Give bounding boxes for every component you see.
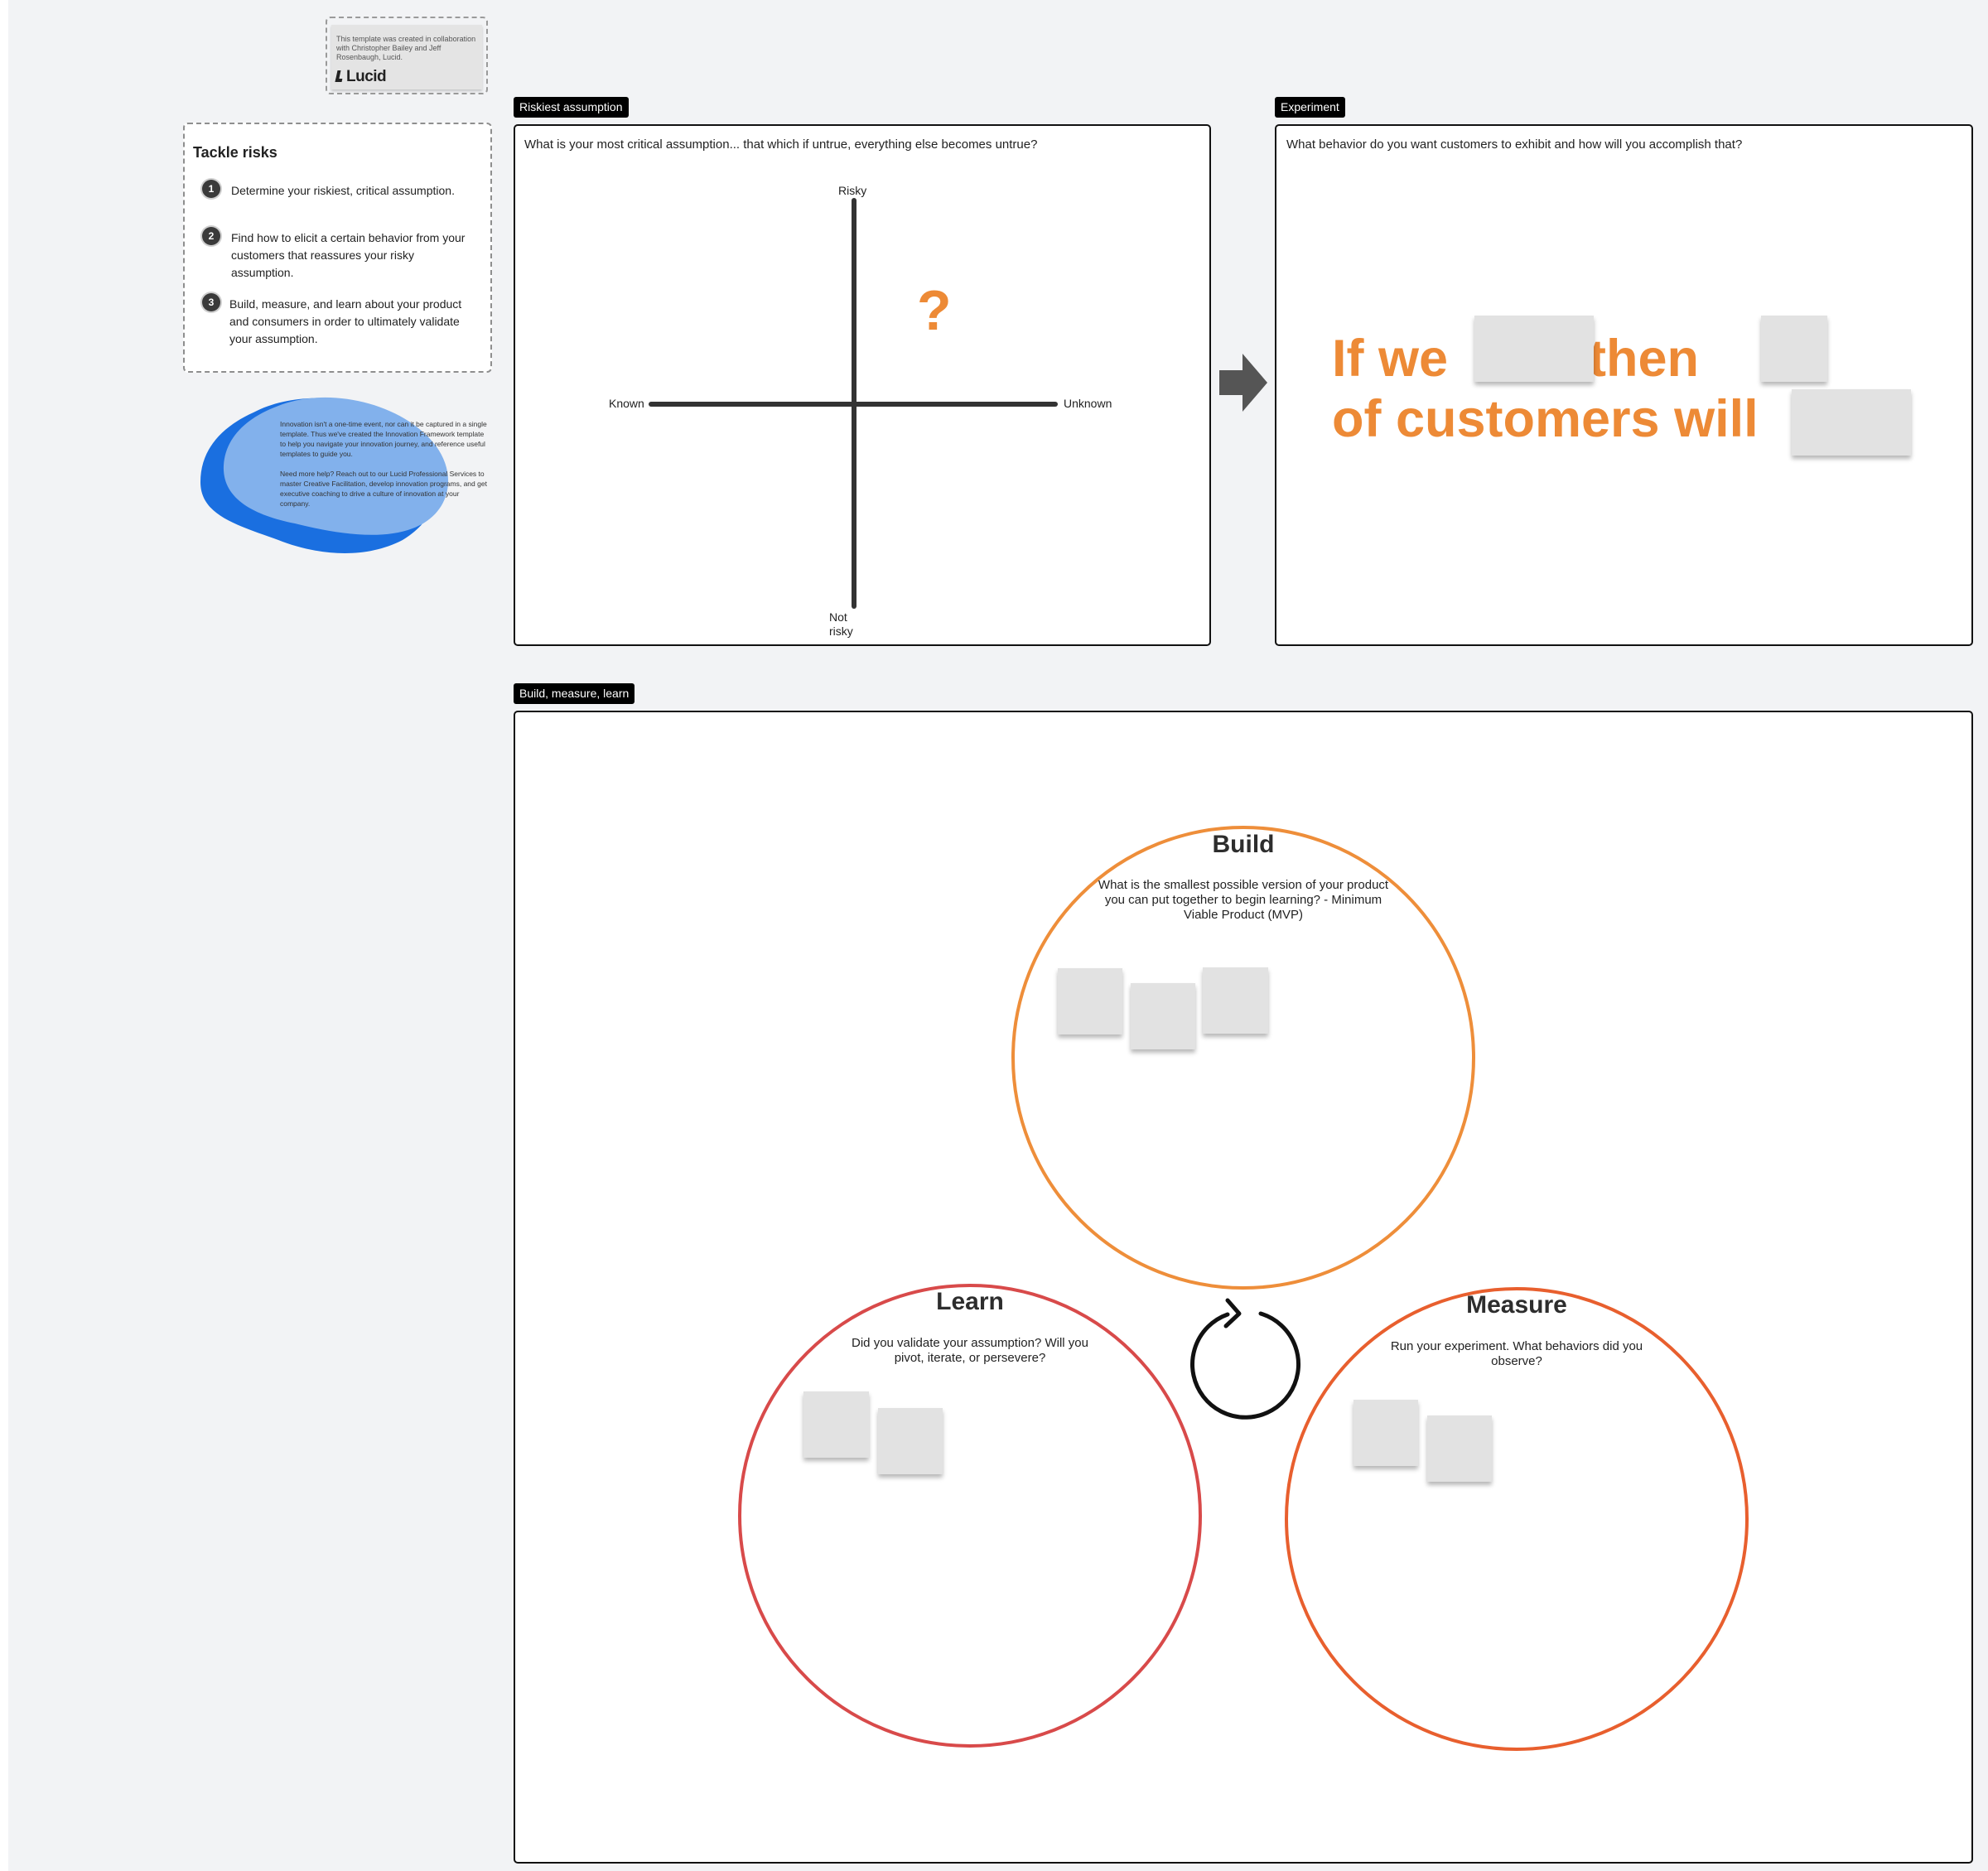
risk-matrix <box>649 198 1058 609</box>
arrow-right-shape <box>1219 354 1267 412</box>
learn-circle <box>738 1284 1202 1748</box>
riskiest-assumption-panel[interactable] <box>514 124 1211 646</box>
build-sticky-1[interactable] <box>1058 968 1122 1034</box>
measure-sticky-2[interactable] <box>1427 1415 1492 1482</box>
axis-label-not-risky-line-1: Not <box>829 610 847 624</box>
sticky-note-behavior[interactable] <box>1792 389 1911 456</box>
blob-light-shape <box>223 397 449 535</box>
blob-shape[interactable] <box>195 391 461 562</box>
step-2-text: Find how to elicit a certain behavior fr… <box>231 231 466 279</box>
step-1-number: 1 <box>202 180 220 198</box>
axis-label-known: Known <box>609 397 644 410</box>
measure-title: Measure <box>1466 1291 1567 1319</box>
blob-paragraph-2: Need more help? Reach out to our Lucid P… <box>280 470 487 508</box>
step-3-number: 3 <box>202 293 220 311</box>
axis-label-not-risky: Not risky <box>829 610 853 639</box>
riskiest-assumption-prompt: What is your most critical assumption...… <box>524 137 1038 152</box>
axis-label-risky: Risky <box>838 184 867 197</box>
measure-description: Run your experiment. What behaviors did … <box>1390 1339 1643 1368</box>
riskiest-assumption-tag: Riskiest assumption <box>514 97 629 118</box>
bml-tag: Build, measure, learn <box>514 683 635 704</box>
build-sticky-2[interactable] <box>1131 983 1195 1049</box>
lucid-logo: Lucid <box>335 68 387 86</box>
axis-label-not-risky-line-2: risky <box>829 624 853 638</box>
step-2-number: 2 <box>202 227 220 245</box>
learn-title: Learn <box>936 1288 1004 1315</box>
measure-circle <box>1285 1287 1749 1751</box>
lucid-logo-text: Lucid <box>346 68 387 85</box>
learn-description: Did you validate your assumption? Will y… <box>852 1336 1088 1365</box>
cycle-arrow-ring <box>1190 1311 1300 1420</box>
step-1-text: Determine your riskiest, critical assump… <box>231 184 455 197</box>
bml-circles <box>738 826 1749 1751</box>
question-mark: ? <box>917 279 952 342</box>
build-sticky-3[interactable] <box>1203 967 1268 1034</box>
attribution-card[interactable] <box>331 25 482 89</box>
tackle-risks-card[interactable] <box>183 123 492 373</box>
cycle-arrow-head <box>1223 1298 1242 1329</box>
build-description: What is the smallest possible version of… <box>1098 878 1389 922</box>
sticky-note-action[interactable] <box>1474 316 1594 382</box>
attribution-frame <box>326 17 488 94</box>
blob-paragraph-1: Innovation isn't a one-time event, nor c… <box>280 420 487 458</box>
lucid-logo-icon <box>335 70 345 82</box>
experiment-panel[interactable] <box>1275 124 1973 646</box>
hypothesis-if-we: If we <box>1332 330 1449 388</box>
blob-text: Innovation isn't a one-time event, nor c… <box>280 419 489 509</box>
cycle-arrow-icon <box>1190 1298 1300 1420</box>
hypothesis-customers-will: of customers will <box>1332 390 1759 448</box>
measure-sticky-1[interactable] <box>1353 1400 1418 1466</box>
experiment-prompt: What behavior do you want customers to e… <box>1286 137 1743 152</box>
attribution-text: This template was created in collaborati… <box>336 35 476 61</box>
hypothesis-then: then <box>1589 330 1699 388</box>
axis-label-unknown: Unknown <box>1064 397 1112 410</box>
tackle-risks-title: Tackle risks <box>193 144 277 161</box>
step-3-text: Build, measure, and learn about your pro… <box>229 297 462 345</box>
learn-sticky-1[interactable] <box>803 1391 869 1458</box>
build-circle <box>1011 826 1475 1290</box>
learn-sticky-2[interactable] <box>878 1408 943 1474</box>
experiment-tag: Experiment <box>1275 97 1345 118</box>
build-title: Build <box>1212 831 1275 858</box>
sticky-note-percent[interactable] <box>1761 316 1827 382</box>
arrow-right-icon <box>1219 354 1267 412</box>
